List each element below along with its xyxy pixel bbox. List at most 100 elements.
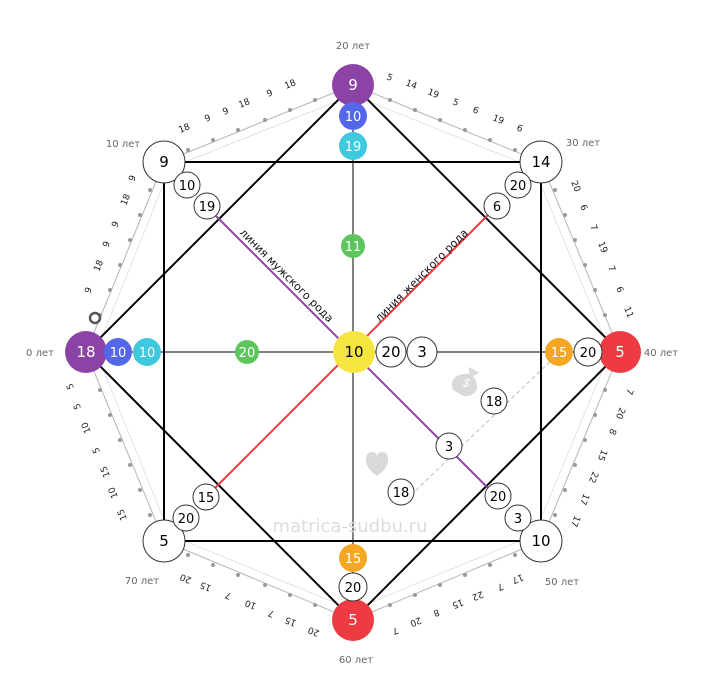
node-value: 3 xyxy=(417,343,427,361)
ring-number: 5 xyxy=(385,73,394,84)
age-label: 20 лет xyxy=(336,41,370,52)
ring-bottom-right: 17 7 22 15 8 20 7 xyxy=(391,571,525,635)
watermark: matrica-sudbu.ru xyxy=(272,516,427,537)
node-value: 18 xyxy=(76,343,95,361)
node-value: 5 xyxy=(159,532,169,550)
money-bag-icon: $ xyxy=(451,366,480,397)
ring-right-lower: 7 20 8 15 22 17 17 xyxy=(568,387,635,528)
ring-number: 15 xyxy=(595,448,609,462)
node-value: 5 xyxy=(615,343,625,361)
ring-number: 20 xyxy=(307,624,322,638)
node-value: 10 xyxy=(344,343,363,361)
ring-number: 15 xyxy=(450,596,464,610)
ring-number: 20 xyxy=(179,571,194,585)
ring-number: 19 xyxy=(426,88,441,102)
node-bottom-1: 15 xyxy=(339,544,367,572)
ring-number: 22 xyxy=(470,588,484,602)
ring-number: 17 xyxy=(568,514,582,528)
ring-number: 18 xyxy=(177,122,192,136)
node-left: 18 xyxy=(65,331,107,373)
current-age-marker xyxy=(88,311,102,325)
node-value: 14 xyxy=(531,153,550,171)
ring-number: 15 xyxy=(199,579,213,593)
ring-number: 22 xyxy=(586,470,600,484)
ring-number: 7 xyxy=(391,624,400,635)
ring-number: 6 xyxy=(515,124,524,136)
age-label: 40 лет xyxy=(644,348,678,359)
node-bl-1: 15 xyxy=(192,483,220,511)
ring-number: 9 xyxy=(265,88,274,100)
node-value: 10 xyxy=(531,532,550,550)
ring-number: 9 xyxy=(128,174,140,183)
ring-left-upper: 9 18 9 9 18 9 xyxy=(84,174,140,295)
ring-number: 17 xyxy=(577,492,591,506)
ring-number: 9 xyxy=(203,113,212,125)
node-money-2: 3 xyxy=(435,432,463,460)
node-center-b: 3 xyxy=(406,336,438,368)
ring-number: 10 xyxy=(80,420,94,435)
node-value: 3 xyxy=(514,512,522,527)
ring-number: 7 xyxy=(224,589,233,600)
ring-number: 5 xyxy=(451,98,460,109)
node-top-mid: 11 xyxy=(341,234,365,258)
ring-number: 19 xyxy=(595,240,609,255)
node-value: 20 xyxy=(490,490,507,505)
heart-icon xyxy=(365,452,389,476)
ring-number: 7 xyxy=(496,580,505,591)
node-right: 5 xyxy=(599,331,641,373)
node-br-1: 20 xyxy=(484,482,512,510)
node-value: 3 xyxy=(445,440,453,455)
node-bottom: 5 xyxy=(332,599,374,641)
age-label: 60 лет xyxy=(339,655,373,666)
node-value: 9 xyxy=(159,153,169,171)
node-value: 20 xyxy=(239,346,256,361)
node-center-a: 20 xyxy=(375,336,407,368)
ring-number: 8 xyxy=(606,427,618,436)
ring-left-lower: 5 5 10 5 15 10 15 xyxy=(65,382,129,522)
ring-number: 17 xyxy=(510,571,524,585)
age-label: 50 лет xyxy=(545,577,579,588)
age-label: 30 лет xyxy=(566,138,600,149)
node-value: 19 xyxy=(345,140,362,155)
ring-number: 9 xyxy=(111,220,123,229)
node-left-2: 10 xyxy=(133,338,161,366)
male-line-label: линия мужского рода xyxy=(237,226,336,325)
ring-top-right: 5 14 19 5 6 19 6 xyxy=(385,73,524,136)
node-value: 20 xyxy=(178,512,195,527)
node-value: 18 xyxy=(486,395,503,410)
ring-number: 18 xyxy=(120,193,134,208)
node-value: 5 xyxy=(348,611,358,629)
ring-number: 14 xyxy=(404,79,419,93)
node-value: 10 xyxy=(345,110,362,125)
ring-number: 20 xyxy=(613,406,627,421)
node-top-2: 19 xyxy=(339,132,367,160)
money-dashed-line xyxy=(412,351,561,494)
ring-number: 7 xyxy=(605,264,616,273)
node-left-mid: 20 xyxy=(235,340,259,364)
node-top-1: 10 xyxy=(339,102,367,130)
node-tl-1: 10 xyxy=(173,171,201,199)
ring-number: 18 xyxy=(283,78,298,92)
age-label: 70 лет xyxy=(125,576,159,587)
node-value: 20 xyxy=(510,179,527,194)
node-value: 10 xyxy=(110,346,127,361)
ring-number: 10 xyxy=(244,597,259,611)
ring-number: 20 xyxy=(568,179,582,194)
node-value: 15 xyxy=(345,552,362,567)
node-love: 18 xyxy=(387,478,415,506)
node-right-1: 15 xyxy=(545,338,573,366)
ring-number: 9 xyxy=(221,106,230,118)
female-line-label: линия женского рода xyxy=(372,226,470,324)
node-value: 20 xyxy=(580,346,597,361)
node-value: 18 xyxy=(393,486,410,501)
ring-number: 19 xyxy=(491,114,506,128)
node-money-1: 18 xyxy=(480,387,508,415)
ring-number: 11 xyxy=(621,305,635,319)
node-tl-2: 19 xyxy=(193,192,221,220)
node-right-2: 20 xyxy=(573,337,603,367)
node-value: 20 xyxy=(381,343,400,361)
ring-number: 15 xyxy=(99,464,113,478)
node-value: 9 xyxy=(348,76,358,94)
ring-dots xyxy=(98,98,607,607)
age-label: 0 лет xyxy=(26,348,54,359)
